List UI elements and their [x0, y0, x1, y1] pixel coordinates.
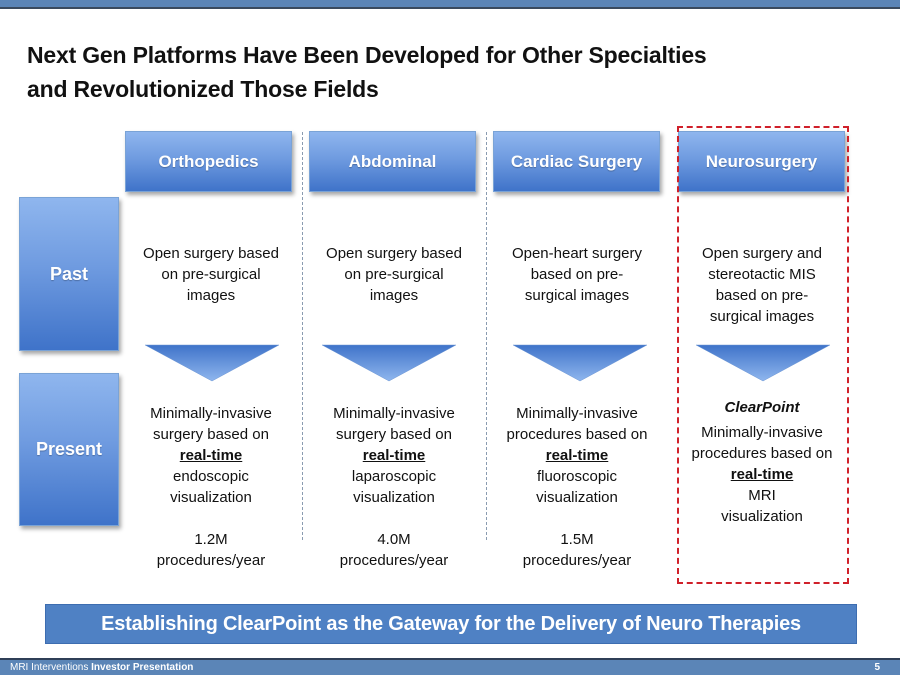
text-line: fluoroscopic	[536, 468, 618, 485]
neurosurgery-highlight-box	[677, 126, 849, 584]
past-cell-abdominal: Open surgery based on pre-surgical image…	[309, 243, 479, 306]
emphasis-real-time: real-time	[179, 447, 243, 464]
past-cell-orthopedics: Open surgery based on pre-surgical image…	[126, 243, 296, 306]
text-line: procedures based on	[691, 445, 833, 462]
text-line: Open surgery based	[326, 245, 462, 262]
footer-company: MRI Interventions	[10, 662, 89, 673]
procedure-volume-unit: procedures/year	[522, 552, 632, 569]
tagline-banner: Establishing ClearPoint as the Gateway f…	[45, 604, 857, 644]
text-line: Open surgery and	[701, 245, 823, 262]
title-line-2: and Revolutionized Those Fields	[27, 76, 379, 102]
text-line: Minimally-invasive	[701, 424, 823, 441]
past-cell-neurosurgery: Open surgery and stereotactic MIS based …	[677, 243, 847, 327]
down-arrow-icon	[695, 344, 831, 382]
procedure-volume: 1.5M	[560, 531, 594, 548]
column-header-neurosurgery: Neurosurgery	[678, 131, 845, 192]
down-arrow-icon	[512, 344, 648, 382]
procedure-volume: 1.2M	[194, 531, 228, 548]
row-label-past: Past	[19, 197, 119, 351]
present-cell-orthopedics: Minimally-invasive surgery based on real…	[126, 403, 296, 571]
column-divider	[486, 132, 487, 540]
column-header-orthopedics: Orthopedics	[125, 131, 292, 192]
page-number: 5	[874, 662, 880, 673]
text-line: endoscopic	[173, 468, 249, 485]
title-line-1: Next Gen Platforms Have Been Developed f…	[27, 42, 707, 68]
text-line: visualization	[353, 489, 435, 506]
text-line: stereotactic MIS	[708, 266, 816, 283]
present-cell-abdominal: Minimally-invasive surgery based on real…	[309, 403, 479, 571]
procedure-volume: 4.0M	[377, 531, 411, 548]
slide-title: Next Gen Platforms Have Been Developed f…	[27, 38, 887, 106]
text-line: images	[186, 287, 236, 304]
text-line: visualization	[721, 508, 803, 525]
present-cell-neurosurgery: ClearPoint Minimally-invasive procedures…	[677, 397, 847, 527]
clearpoint-brand: ClearPoint	[724, 399, 800, 416]
text-line: based on pre-	[715, 287, 809, 304]
procedure-volume-unit: procedures/year	[156, 552, 266, 569]
footer-presentation-label: Investor Presentation	[91, 662, 194, 673]
text-line: Minimally-invasive	[333, 405, 455, 422]
emphasis-real-time: real-time	[362, 447, 426, 464]
down-arrow-icon	[321, 344, 457, 382]
past-cell-cardiac-surgery: Open-heart surgery based on pre- surgica…	[492, 243, 662, 306]
text-line: surgery based on	[153, 426, 269, 443]
column-header-cardiac-surgery: Cardiac Surgery	[493, 131, 660, 192]
text-line: on pre-surgical	[344, 266, 444, 283]
present-cell-cardiac-surgery: Minimally-invasive procedures based on r…	[492, 403, 662, 571]
text-line: based on pre-	[530, 266, 624, 283]
text-line: procedures based on	[506, 426, 648, 443]
footer-label: MRI Interventions Investor Presentation	[10, 660, 193, 675]
text-line: Open-heart surgery	[511, 245, 643, 262]
text-line: surgical images	[524, 287, 630, 304]
procedure-volume-unit: procedures/year	[339, 552, 449, 569]
row-label-present: Present	[19, 373, 119, 526]
text-line: surgical images	[709, 308, 815, 325]
emphasis-real-time: real-time	[545, 447, 609, 464]
column-divider	[302, 132, 303, 540]
text-line: images	[369, 287, 419, 304]
text-line: surgery based on	[336, 426, 452, 443]
footer-bar: MRI Interventions Investor Presentation …	[0, 658, 900, 675]
text-line: laparoscopic	[351, 468, 437, 485]
down-arrow-icon	[144, 344, 280, 382]
text-line: Minimally-invasive	[516, 405, 638, 422]
column-header-abdominal: Abdominal	[309, 131, 476, 192]
text-line: visualization	[536, 489, 618, 506]
top-bar	[0, 0, 900, 9]
text-line: Open surgery based	[143, 245, 279, 262]
text-line: visualization	[170, 489, 252, 506]
text-line: Minimally-invasive	[150, 405, 272, 422]
text-line: on pre-surgical	[161, 266, 261, 283]
text-line: MRI	[748, 487, 776, 504]
emphasis-real-time: real-time	[730, 466, 794, 483]
